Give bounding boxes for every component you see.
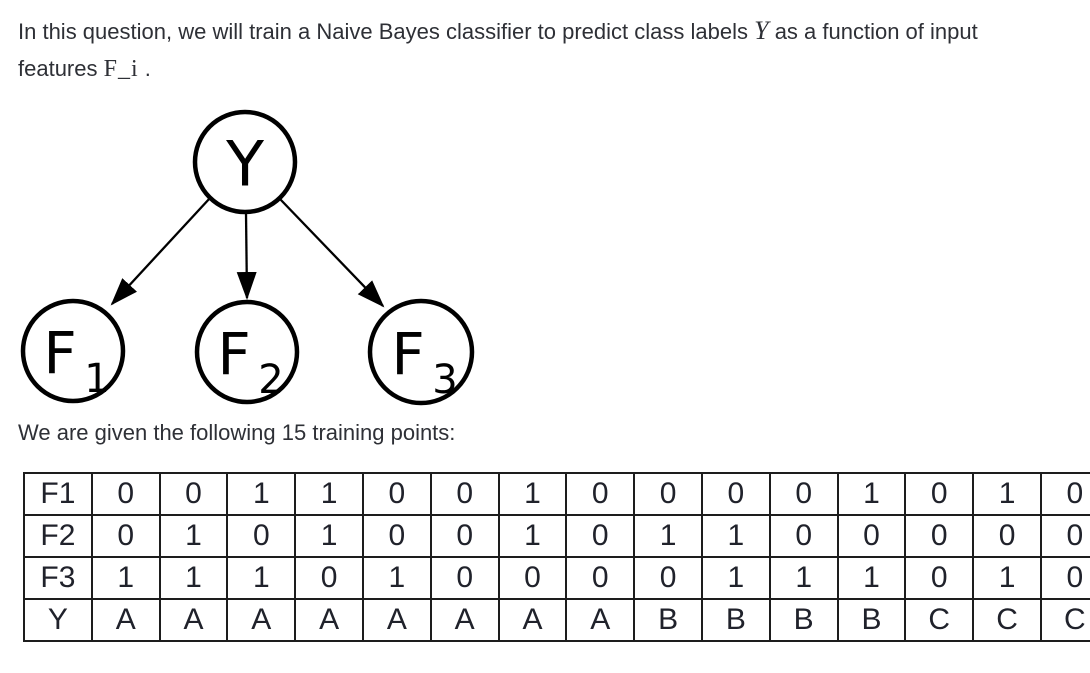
table-cell: 0 xyxy=(768,514,839,558)
question-text: In this question, we will train a Naive … xyxy=(18,12,1080,88)
table-cell: 0 xyxy=(565,514,636,558)
training-points-intro: We are given the following 15 training p… xyxy=(18,420,456,445)
table-cell: A xyxy=(565,598,636,642)
table-cell: 0 xyxy=(361,514,432,558)
row-header: F2 xyxy=(23,514,93,558)
table-cell: 1 xyxy=(836,472,907,516)
table-cell: 0 xyxy=(768,472,839,516)
table-cell: 1 xyxy=(972,556,1042,600)
table-cell: 0 xyxy=(565,556,636,600)
table-cell: 1 xyxy=(836,556,907,600)
node-f2-circle xyxy=(194,299,300,405)
node-f3-subscript: 3 xyxy=(432,357,457,403)
table-cell: 0 xyxy=(429,472,500,516)
edge-y-f2 xyxy=(236,212,257,300)
table-cell: 1 xyxy=(226,472,297,516)
table-cell: C xyxy=(972,598,1042,642)
table-cell: A xyxy=(429,598,500,642)
table-cell: A xyxy=(361,598,432,642)
table-cell: 1 xyxy=(158,556,229,600)
row-header: Y xyxy=(23,598,93,642)
table-cell: 0 xyxy=(429,514,500,558)
table-cell: B xyxy=(768,598,839,642)
node-y-label: Y xyxy=(225,128,264,201)
table-cell: 0 xyxy=(565,472,636,516)
row-header: F1 xyxy=(23,472,93,516)
node-f1-subscript: 1 xyxy=(84,356,109,402)
table-cell: 0 xyxy=(226,514,297,558)
node-f1-circle xyxy=(20,298,126,404)
table-cell: C xyxy=(1039,598,1090,642)
table-cell: A xyxy=(226,598,297,642)
table-cell: B xyxy=(836,598,907,642)
table-cell: 0 xyxy=(972,514,1042,558)
table-cell: A xyxy=(294,598,364,642)
table-cell: 0 xyxy=(904,514,975,558)
row-header: F3 xyxy=(23,556,93,600)
table-cell: 0 xyxy=(294,556,364,600)
table-cell: 0 xyxy=(904,556,975,600)
table-cell: 0 xyxy=(1039,556,1090,600)
edge-y-f1 xyxy=(110,197,211,306)
table-cell: 1 xyxy=(226,556,297,600)
table-cell: B xyxy=(700,598,771,642)
node-y-circle xyxy=(192,109,298,215)
table-cell: 0 xyxy=(90,472,161,516)
table-cell: 1 xyxy=(972,472,1042,516)
table-cell: 1 xyxy=(700,556,771,600)
table-cell: 0 xyxy=(904,472,975,516)
table-cell: 1 xyxy=(361,556,432,600)
intro-line2-post: . xyxy=(138,56,151,81)
node-f1-label: F xyxy=(43,319,76,387)
table-cell: A xyxy=(497,598,568,642)
table-cell: 0 xyxy=(700,472,771,516)
table-cell: 0 xyxy=(158,472,229,516)
table-cell: 0 xyxy=(1039,472,1090,516)
node-f2-label: F xyxy=(217,320,250,388)
table-cell: 1 xyxy=(497,472,568,516)
table-cell: 1 xyxy=(158,514,229,558)
table-cell: 1 xyxy=(497,514,568,558)
table-cell: 1 xyxy=(768,556,839,600)
table-cell: 0 xyxy=(361,472,432,516)
table-cell: B xyxy=(633,598,703,642)
table-cell: 0 xyxy=(633,556,703,600)
intro-line2-pre: features xyxy=(18,56,104,81)
intro-line1-post: as a function of input xyxy=(768,19,978,44)
table-cell: 0 xyxy=(1039,514,1090,558)
table-cell: 1 xyxy=(294,514,364,558)
intro-line1-pre: In this question, we will train a Naive … xyxy=(18,19,755,44)
math-fi: F_i xyxy=(103,56,139,82)
table-cell: 0 xyxy=(497,556,568,600)
table-cell: A xyxy=(158,598,229,642)
table-cell: A xyxy=(90,598,161,642)
node-f2-subscript: 2 xyxy=(258,357,283,403)
table-cell: 1 xyxy=(294,472,364,516)
node-f3-label: F xyxy=(391,320,424,388)
table-cell: 0 xyxy=(633,472,703,516)
table-cell: 1 xyxy=(700,514,771,558)
table-cell: 1 xyxy=(633,514,703,558)
table-cell: 1 xyxy=(90,556,161,600)
table-cell: 0 xyxy=(836,514,907,558)
bayes-net-diagram: Y F 1 F 2 F 3 xyxy=(20,109,475,406)
table-cell: 0 xyxy=(429,556,500,600)
math-y: Y xyxy=(754,16,769,45)
table-cell: C xyxy=(904,598,975,642)
table-cell: 0 xyxy=(90,514,161,558)
node-f3-circle xyxy=(367,298,475,406)
edge-y-f3 xyxy=(279,198,385,308)
